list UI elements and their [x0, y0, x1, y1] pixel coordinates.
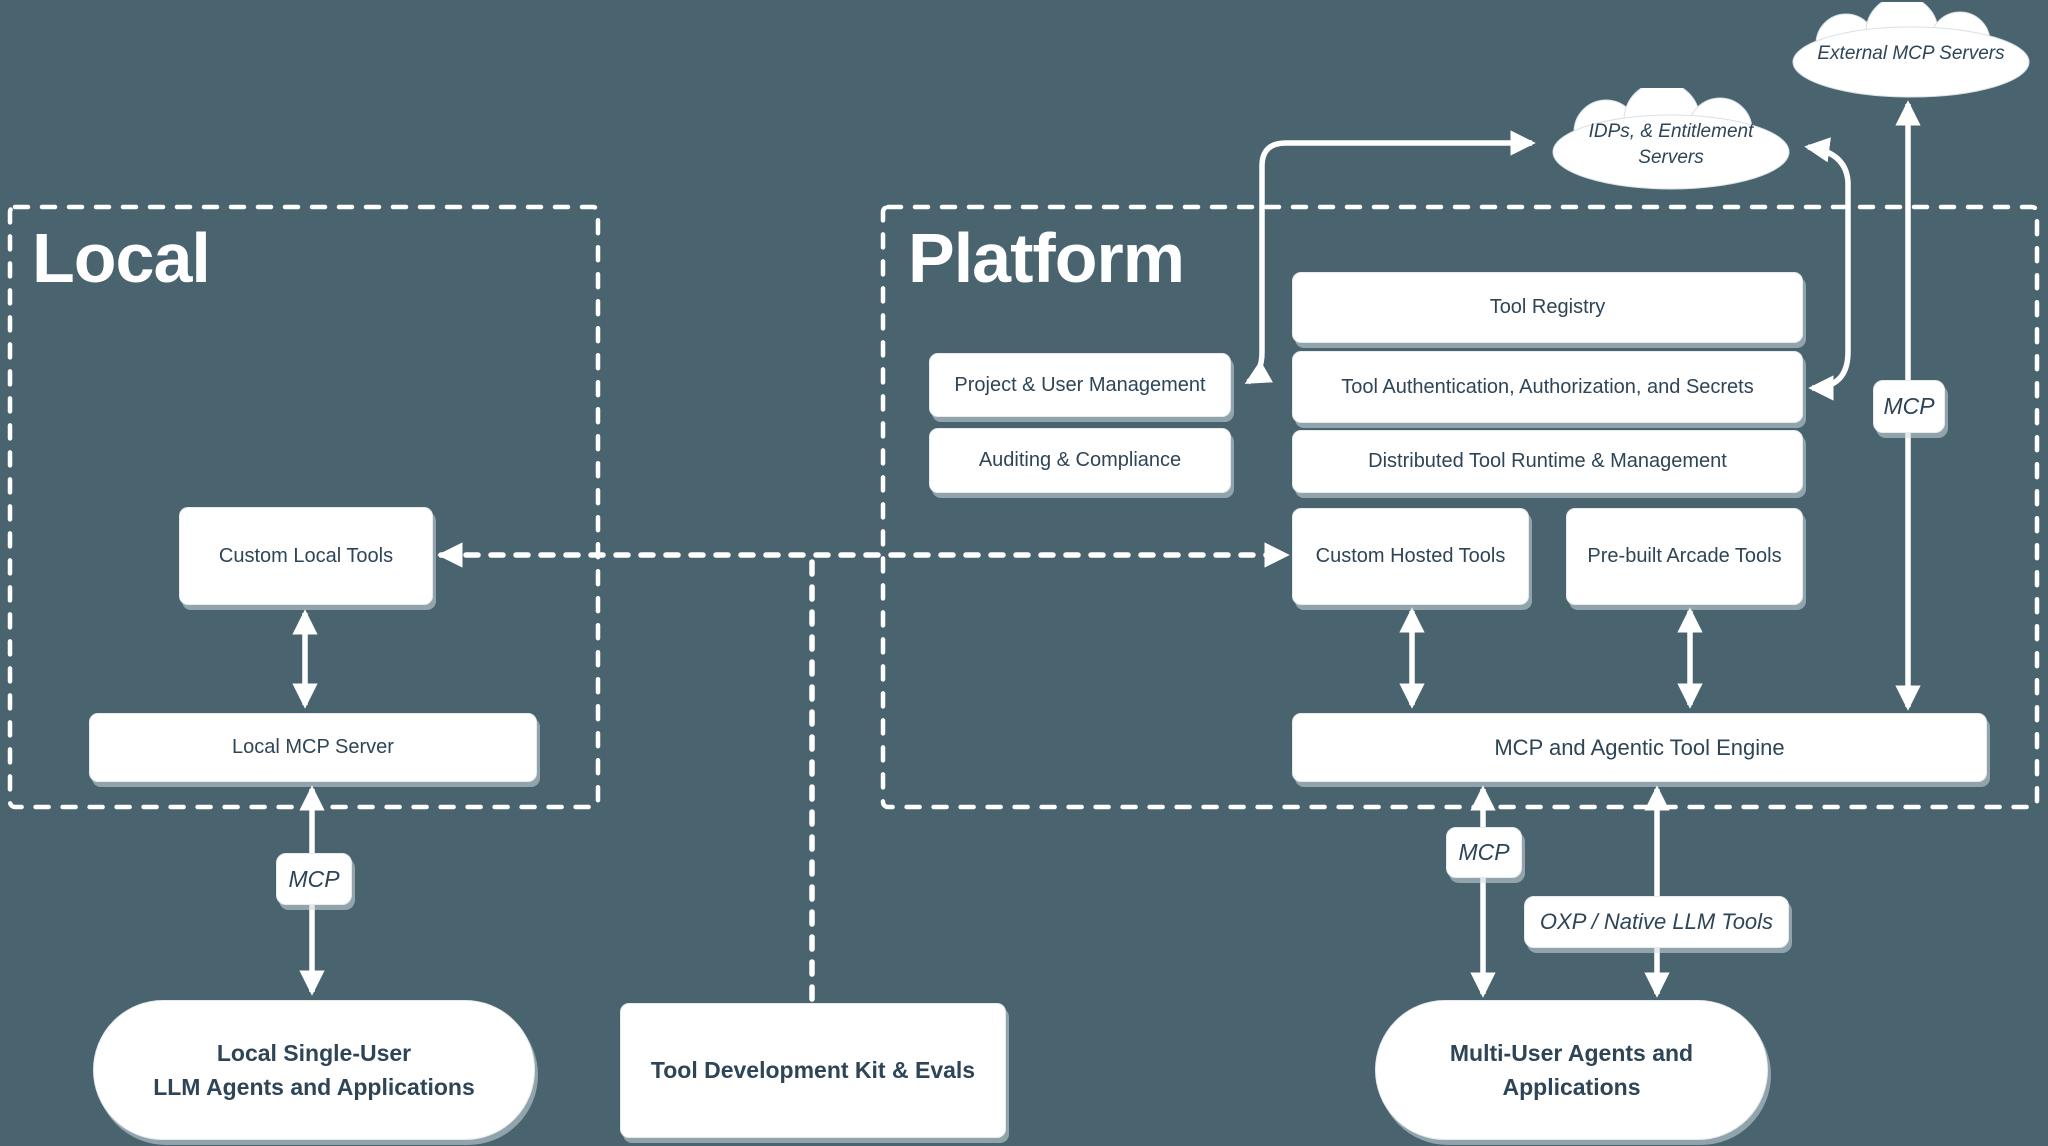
- local-single-user-agents-stadium: Local Single-User LLM Agents and Applica…: [93, 1000, 535, 1140]
- tool-authentication-box: Tool Authentication, Authorization, and …: [1292, 351, 1803, 423]
- mcp-protocol-tag-bottom: MCP: [1446, 827, 1522, 878]
- mcp-engine-box: MCP and Agentic Tool Engine: [1292, 713, 1987, 782]
- external-mcp-cloud-label: External MCP Servers: [1817, 43, 2005, 65]
- multi-user-agents-line2: Applications: [1502, 1074, 1641, 1100]
- local-agents-line1: Local Single-User: [216, 1039, 412, 1066]
- idps-entitlement-cloud: IDPs, & Entitlement Servers: [1540, 88, 1802, 192]
- connector-pum-to-idps: [1244, 130, 1536, 385]
- local-frame-title: Local: [32, 219, 211, 297]
- tool-development-kit-box: Tool Development Kit & Evals: [620, 1003, 1006, 1138]
- idps-cloud-line1: IDPs, & Entitlement: [1588, 121, 1754, 143]
- multi-user-agents-line1: Multi-User Agents and: [1449, 1039, 1694, 1066]
- cloud-shape: [1792, 2, 2030, 98]
- project-user-management-box: Project & User Management: [929, 353, 1231, 417]
- tool-registry-box: Tool Registry: [1292, 272, 1803, 343]
- local-mcp-server-box: Local MCP Server: [89, 713, 537, 782]
- platform-frame-title: Platform: [908, 219, 1185, 297]
- connector-idps-to-auth: [1804, 137, 1851, 401]
- mcp-protocol-tag-local: MCP: [276, 853, 352, 905]
- oxp-native-llm-tools-tag: OXP / Native LLM Tools: [1524, 896, 1789, 948]
- prebuilt-arcade-tools-box: Pre-built Arcade Tools: [1566, 508, 1803, 605]
- custom-hosted-tools-box: Custom Hosted Tools: [1292, 508, 1529, 605]
- auditing-compliance-box: Auditing & Compliance: [929, 428, 1231, 493]
- custom-local-tools-box: Custom Local Tools: [179, 507, 433, 605]
- idps-cloud-line2: Servers: [1638, 147, 1704, 168]
- external-mcp-cloud: External MCP Servers: [1780, 2, 2042, 100]
- distributed-runtime-box: Distributed Tool Runtime & Management: [1292, 430, 1803, 493]
- cloud-shape: [1552, 88, 1790, 190]
- multi-user-agents-stadium: Multi-User Agents and Applications: [1375, 1000, 1768, 1140]
- local-agents-line2: LLM Agents and Applications: [153, 1074, 475, 1100]
- mcp-protocol-tag-right: MCP: [1873, 380, 1945, 433]
